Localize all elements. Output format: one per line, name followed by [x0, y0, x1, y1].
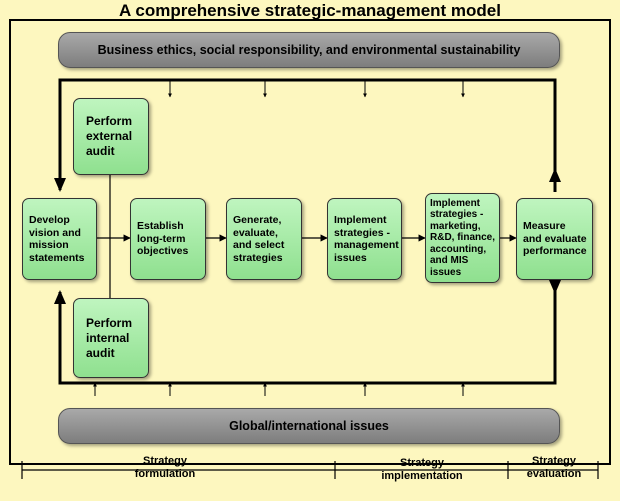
phase-evaluation: Strategy evaluation [526, 455, 582, 480]
ethics-banner: Business ethics, social responsibility, … [58, 32, 560, 68]
feedback-loop [58, 78, 557, 385]
box-generate-strategies: Generate, evaluate, and select strategie… [226, 198, 302, 280]
feedback-arrowheads [54, 168, 561, 304]
global-issues-banner: Global/international issues [58, 408, 560, 444]
phase-timeline [21, 461, 599, 479]
top-influence-arrows [168, 80, 465, 98]
diagram-title: A comprehensive strategic-management mod… [119, 1, 501, 20]
box-implement-functional: Implement strategies - marketing, R&D, f… [425, 193, 500, 283]
box-internal-audit: Perform internal audit [73, 298, 149, 378]
bottom-influence-arrows [93, 382, 465, 396]
box-long-term-objectives: Establish long-term objectives [130, 198, 206, 280]
box-vision-mission: Develop vision and mission statements [22, 198, 97, 280]
phase-formulation: Strategy formulation [134, 455, 196, 480]
phase-implementation: Strategy implementation [381, 457, 463, 482]
box-external-audit: Perform external audit [73, 98, 149, 175]
box-measure-performance: Measure and evaluate performance [516, 198, 593, 280]
box-implement-management: Implement strategies - management issues [327, 198, 402, 280]
outer-frame [9, 19, 611, 465]
